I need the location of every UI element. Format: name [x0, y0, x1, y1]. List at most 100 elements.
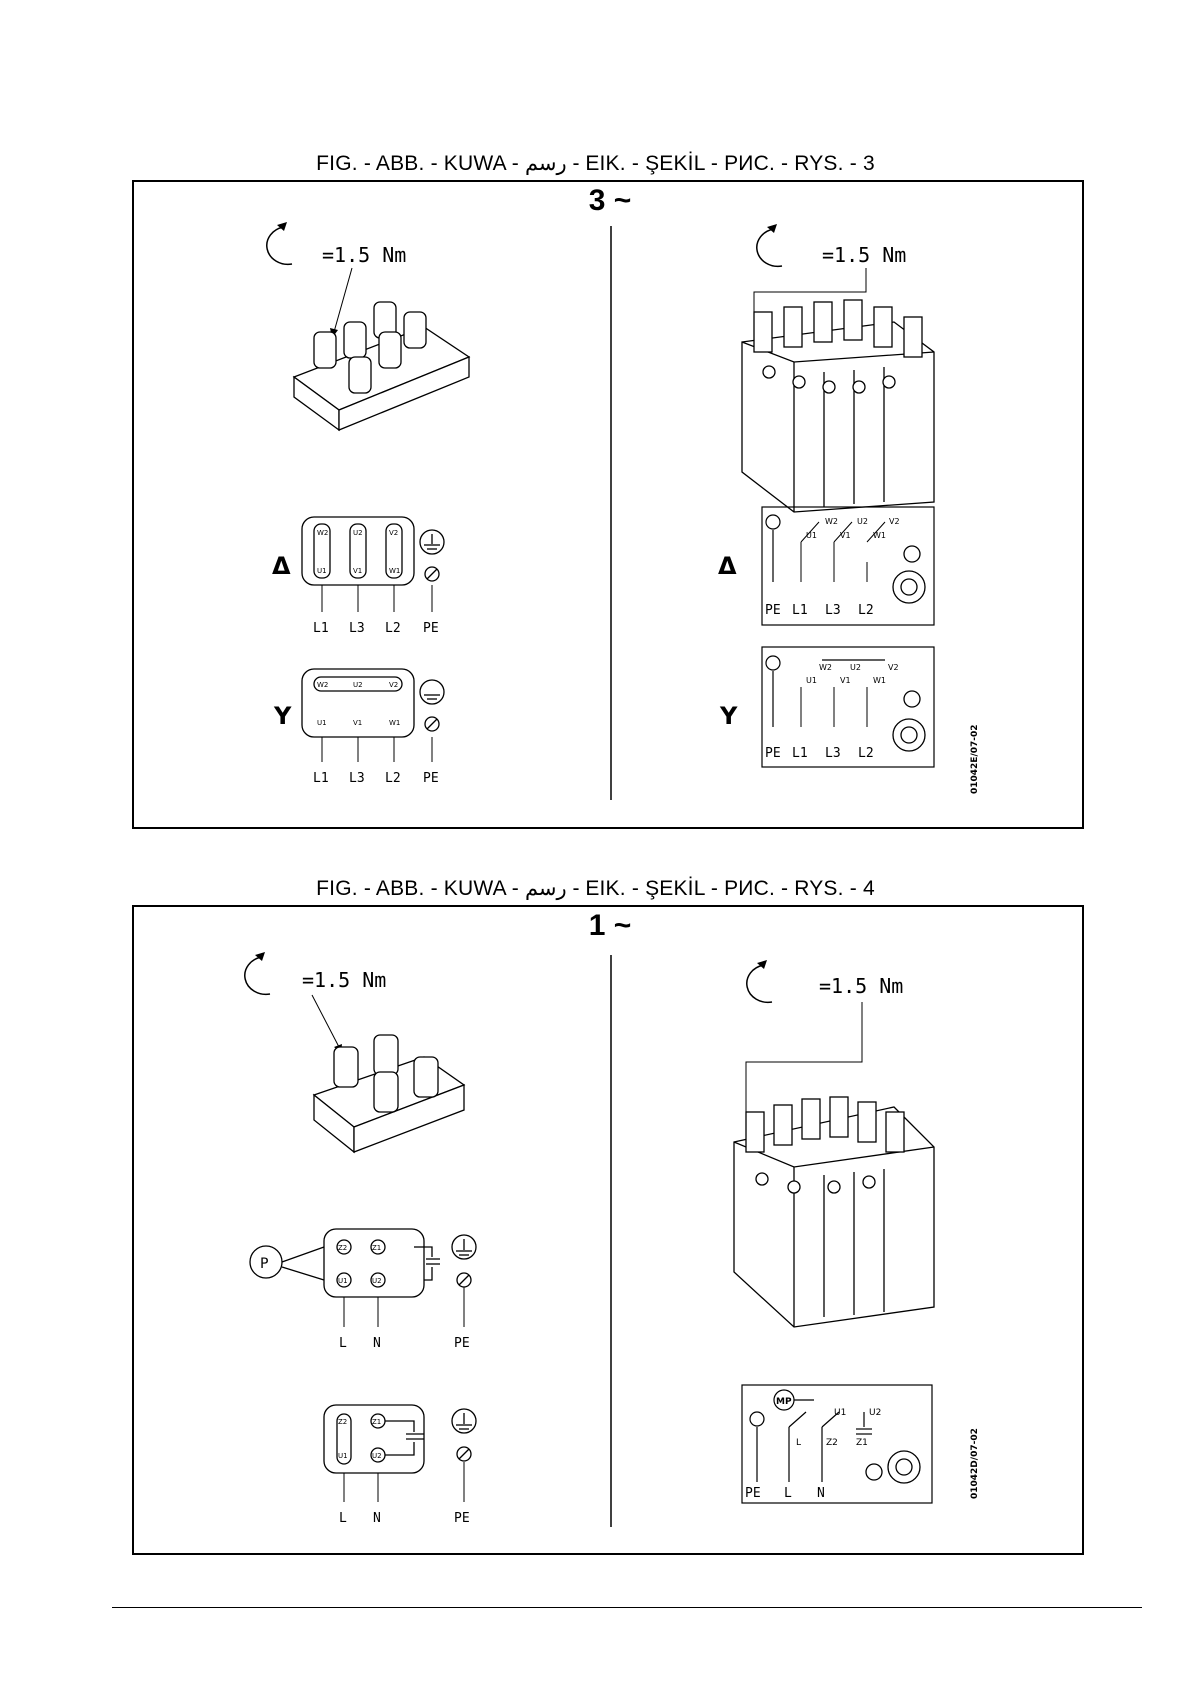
fig4-terminal-block-4-icon [312, 1034, 466, 1154]
svg-text:U2: U2 [372, 1277, 382, 1285]
fig3-right-star-scheme [761, 646, 935, 768]
fig3-star-line-L2: L2 [385, 771, 401, 786]
fig3-delta-ground-icon [419, 529, 445, 582]
fig3-right-delta-pump-icon [892, 545, 926, 604]
fig3-terminal-board-icon [741, 299, 935, 513]
fig3-right-star-line-PE: PE [765, 746, 781, 761]
fig4-right-torque-arrow-icon [746, 960, 773, 1004]
fig3-right-star-line-L1: L1 [792, 746, 808, 761]
fig4-diag2-line-PE: PE [454, 1511, 470, 1526]
svg-text:U2: U2 [353, 681, 363, 689]
fig4-drawing-code: 01042D/07-02 [970, 1428, 980, 1499]
fig4-right-label-U2: U2 [869, 1408, 881, 1418]
fig3-delta-line-L2: L2 [385, 621, 401, 636]
fig3-right-delta-top-V2: V2 [889, 517, 900, 526]
fig4-diag1-line-N: N [373, 1336, 381, 1351]
fig3-right-star-top-V2: V2 [888, 663, 899, 672]
fig3-right-delta-bot-W1: W1 [873, 531, 886, 540]
fig3-delta-symbol: Δ [272, 552, 291, 580]
fig3-right-torque-arrow-icon [756, 224, 783, 268]
fig3-right-star-line-L2: L2 [858, 746, 874, 761]
fig3-star-ground-icon [419, 679, 445, 732]
fig4-right-pump-icon [865, 1450, 921, 1484]
fig4-caption: FIG. - ABB. - KUWA - رسم - EIK. - ŞEKİL … [316, 877, 875, 900]
svg-text:Z1: Z1 [372, 1418, 381, 1426]
svg-text:U1: U1 [338, 1452, 348, 1460]
fig4-phase-label: 1 ~ [588, 909, 632, 942]
svg-text:U1: U1 [317, 567, 327, 575]
fig4-right-label-L: L [796, 1438, 801, 1448]
fig3-right-delta-line-PE: PE [765, 603, 781, 618]
fig3-right-delta-top-U2: U2 [857, 517, 868, 526]
svg-text:W2: W2 [317, 681, 328, 689]
fig4-terminal-board-icon [733, 1096, 935, 1328]
fig3-right-delta-bot-V1: V1 [840, 531, 851, 540]
fig3-star-line-L1: L1 [313, 771, 329, 786]
fig3-phase-label: 3 ~ [588, 184, 632, 217]
footer-rule [112, 1607, 1142, 1608]
fig3-right-delta-line-L2: L2 [858, 603, 874, 618]
fig4-frame: 1 ~ =1.5 Nm [132, 905, 1084, 1555]
svg-text:Z1: Z1 [372, 1244, 381, 1252]
svg-text:V2: V2 [389, 529, 398, 537]
fig4-diag1-plate [323, 1228, 440, 1298]
svg-text:U2: U2 [372, 1452, 382, 1460]
fig4-diag1-protector-label: P [260, 1256, 268, 1272]
fig3-star-symbol: Y [273, 702, 292, 730]
fig3-delta-line-L1: L1 [313, 621, 329, 636]
fig4-diag2-line-L: L [339, 1511, 347, 1526]
svg-text:Z2: Z2 [338, 1418, 347, 1426]
fig3-left-torque-label: =1.5 Nm [322, 243, 406, 267]
fig3-delta-line-L3: L3 [349, 621, 365, 636]
fig3-right-delta-top-W2: W2 [825, 517, 838, 526]
fig3-right-star-bot-U1: U1 [806, 676, 817, 685]
fig4-right-line-PE: PE [745, 1486, 761, 1501]
fig3-right-star-top-W2: W2 [819, 663, 832, 672]
fig3-right-star-bot-W1: W1 [873, 676, 886, 685]
fig4-diag1-ground-icon [451, 1234, 477, 1288]
fig3-right-delta-scheme [761, 506, 935, 626]
fig4-right-label-Z2: Z2 [826, 1438, 838, 1448]
fig3-star-line-L3: L3 [349, 771, 365, 786]
fig3-caption: FIG. - ABB. - KUWA - رسم - EIK. - ŞEKİL … [316, 152, 875, 175]
fig3-right-delta-symbol: Δ [718, 552, 737, 580]
fig3-right-delta-line-L3: L3 [825, 603, 841, 618]
svg-text:V2: V2 [389, 681, 398, 689]
fig3-frame: 3 ~ =1.5 Nm Δ [132, 180, 1084, 829]
fig3-right-star-symbol: Y [719, 702, 738, 730]
fig4-right-scheme [741, 1384, 933, 1504]
fig4-right-label-Z1: Z1 [856, 1438, 868, 1448]
fig4-diag1-protector-icon [249, 1245, 325, 1281]
fig4-diag1-line-PE: PE [454, 1336, 470, 1351]
svg-text:U1: U1 [317, 719, 327, 727]
fig3-right-star-pump-icon [892, 690, 926, 752]
fig4-diag2-plate [323, 1404, 425, 1474]
fig4-diag2-ground-icon [451, 1408, 477, 1462]
svg-text:U2: U2 [353, 529, 363, 537]
fig4-right-torque-label: =1.5 Nm [819, 974, 903, 998]
fig3-right-star-line-L3: L3 [825, 746, 841, 761]
fig4-diag1-line-L: L [339, 1336, 347, 1351]
fig4-left-torque-arrow-icon [244, 952, 271, 996]
fig3-terminal-block-6-icon [292, 301, 471, 432]
fig3-drawing-code: 01042E/07-02 [970, 724, 980, 794]
fig3-delta-line-PE: PE [423, 621, 439, 636]
fig3-right-star-bot-V1: V1 [840, 676, 851, 685]
svg-text:V1: V1 [353, 719, 362, 727]
fig4-right-line-L: L [784, 1486, 792, 1501]
svg-text:V1: V1 [353, 567, 362, 575]
svg-text:W2: W2 [317, 529, 328, 537]
svg-text:Z2: Z2 [338, 1244, 347, 1252]
fig4-right-label-U1: U1 [834, 1408, 846, 1418]
fig3-right-delta-line-L1: L1 [792, 603, 808, 618]
fig4-right-line-N: N [817, 1486, 825, 1501]
fig3-right-delta-bot-U1: U1 [806, 531, 817, 540]
fig4-diag2-line-N: N [373, 1511, 381, 1526]
fig3-left-torque-arrow-icon [266, 222, 293, 266]
fig3-right-torque-label: =1.5 Nm [822, 243, 906, 267]
fig3-star-line-PE: PE [423, 771, 439, 786]
fig4-left-torque-label: =1.5 Nm [302, 968, 386, 992]
svg-text:W1: W1 [389, 567, 400, 575]
